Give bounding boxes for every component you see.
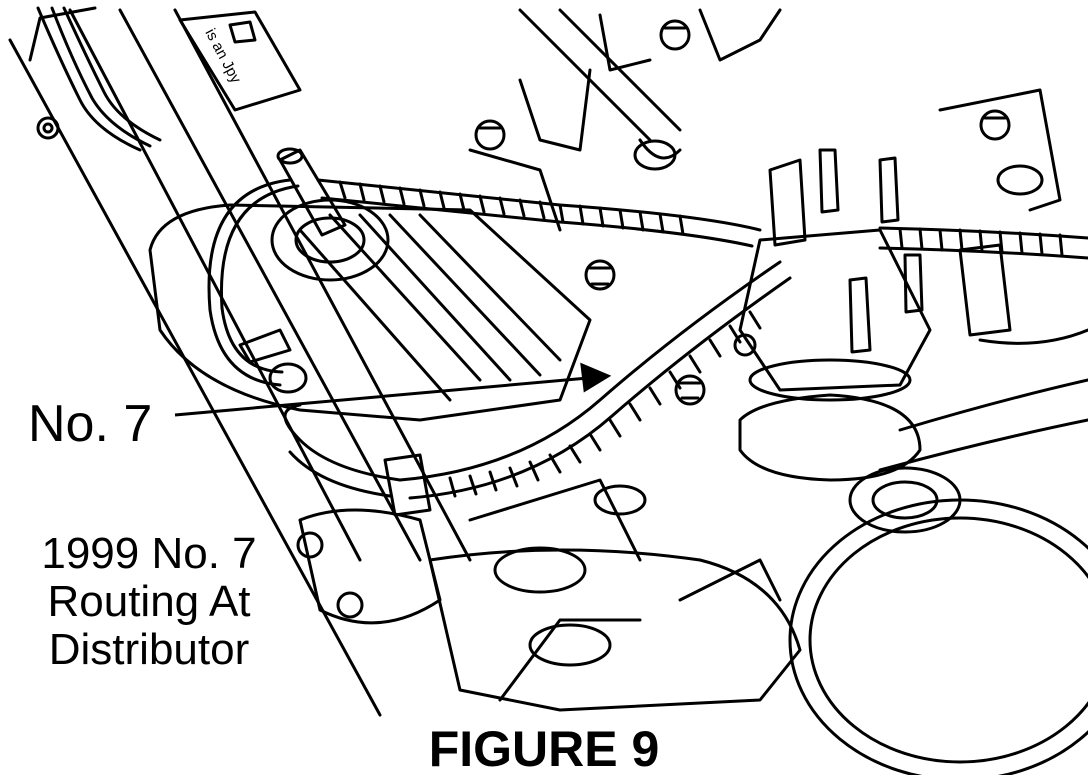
caption-line-2: Routing At (47, 577, 251, 626)
callout-arrow (174, 362, 612, 417)
no7-wire (398, 260, 782, 482)
distributor-cap (738, 228, 932, 392)
block-edge-inner (68, 8, 362, 562)
ignition-coil-body (148, 203, 592, 422)
diagram-caption: 1999 No. 7 Routing At Distributor (14, 530, 284, 674)
caption-line-3: Distributor (48, 625, 250, 674)
part-stamp-text: is an Jpy (201, 26, 244, 87)
callout-label: No. 7 (28, 395, 153, 453)
caption-line-1: 1999 No. 7 (41, 529, 257, 578)
figure-title: FIGURE 9 (428, 721, 660, 777)
